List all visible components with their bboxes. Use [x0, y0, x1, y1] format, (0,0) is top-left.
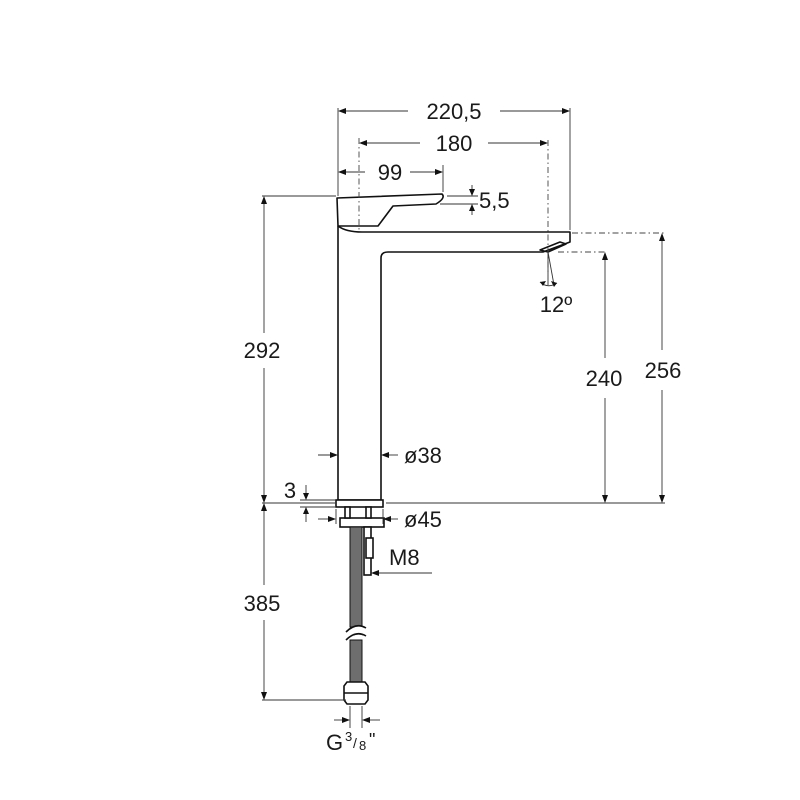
spout-column [337, 225, 571, 501]
label-overall-width: 220,5 [426, 99, 481, 124]
dim-base-thickness: 3 [284, 478, 336, 522]
dim-handle-reach: 99 [338, 160, 444, 192]
label-total-height: 292 [244, 338, 281, 363]
fixing-washer [339, 517, 385, 528]
label-handle-offset: 5,5 [479, 188, 510, 213]
dim-body-diameter: ø38 [318, 443, 442, 468]
dim-spout-angle: 12º [539, 251, 573, 317]
hose-upper [349, 526, 363, 628]
dim-height-to-spout: 240 [586, 252, 623, 503]
m8-rod-tip [365, 537, 374, 559]
label-height-to-spout: 240 [586, 366, 623, 391]
label-spout-angle: 12º [540, 292, 573, 317]
label-connection-prefix: G [326, 730, 343, 755]
handle-lever [336, 193, 444, 227]
label-connection-den: 8 [359, 738, 366, 753]
hose-break [345, 624, 367, 641]
dim-overall-width: 220,5 [338, 99, 570, 124]
hose-lower [349, 639, 363, 683]
label-connection-slash: / [353, 735, 357, 751]
label-base-diameter: ø45 [404, 507, 442, 532]
label-connection-num: 3 [345, 729, 352, 744]
label-hose-length: 385 [244, 591, 281, 616]
label-overall-spout-height: 256 [645, 358, 682, 383]
dim-handle-offset: 5,5 [440, 185, 510, 215]
dim-spout-reach: 180 [359, 131, 548, 156]
aerator [539, 241, 567, 253]
label-handle-reach: 99 [378, 160, 402, 185]
label-thread: M8 [389, 545, 420, 570]
label-spout-reach: 180 [436, 131, 473, 156]
dim-hose-length: 385 [244, 503, 281, 700]
dim-connection: G 3 / 8 " [326, 717, 380, 755]
flexible-hose [343, 526, 369, 705]
label-connection-suffix: " [369, 730, 375, 750]
dim-thread: M8 [371, 545, 432, 576]
label-base-thickness: 3 [284, 478, 296, 503]
faucet-body [335, 193, 571, 576]
dim-base-diameter: ø45 [318, 507, 442, 532]
threaded-stud [344, 506, 351, 519]
label-body-diameter: ø38 [404, 443, 442, 468]
dim-total-height: 292 [244, 196, 281, 503]
threaded-stud-2 [365, 506, 372, 519]
dim-overall-spout-height: 256 [645, 233, 682, 503]
base-plate [335, 499, 384, 508]
